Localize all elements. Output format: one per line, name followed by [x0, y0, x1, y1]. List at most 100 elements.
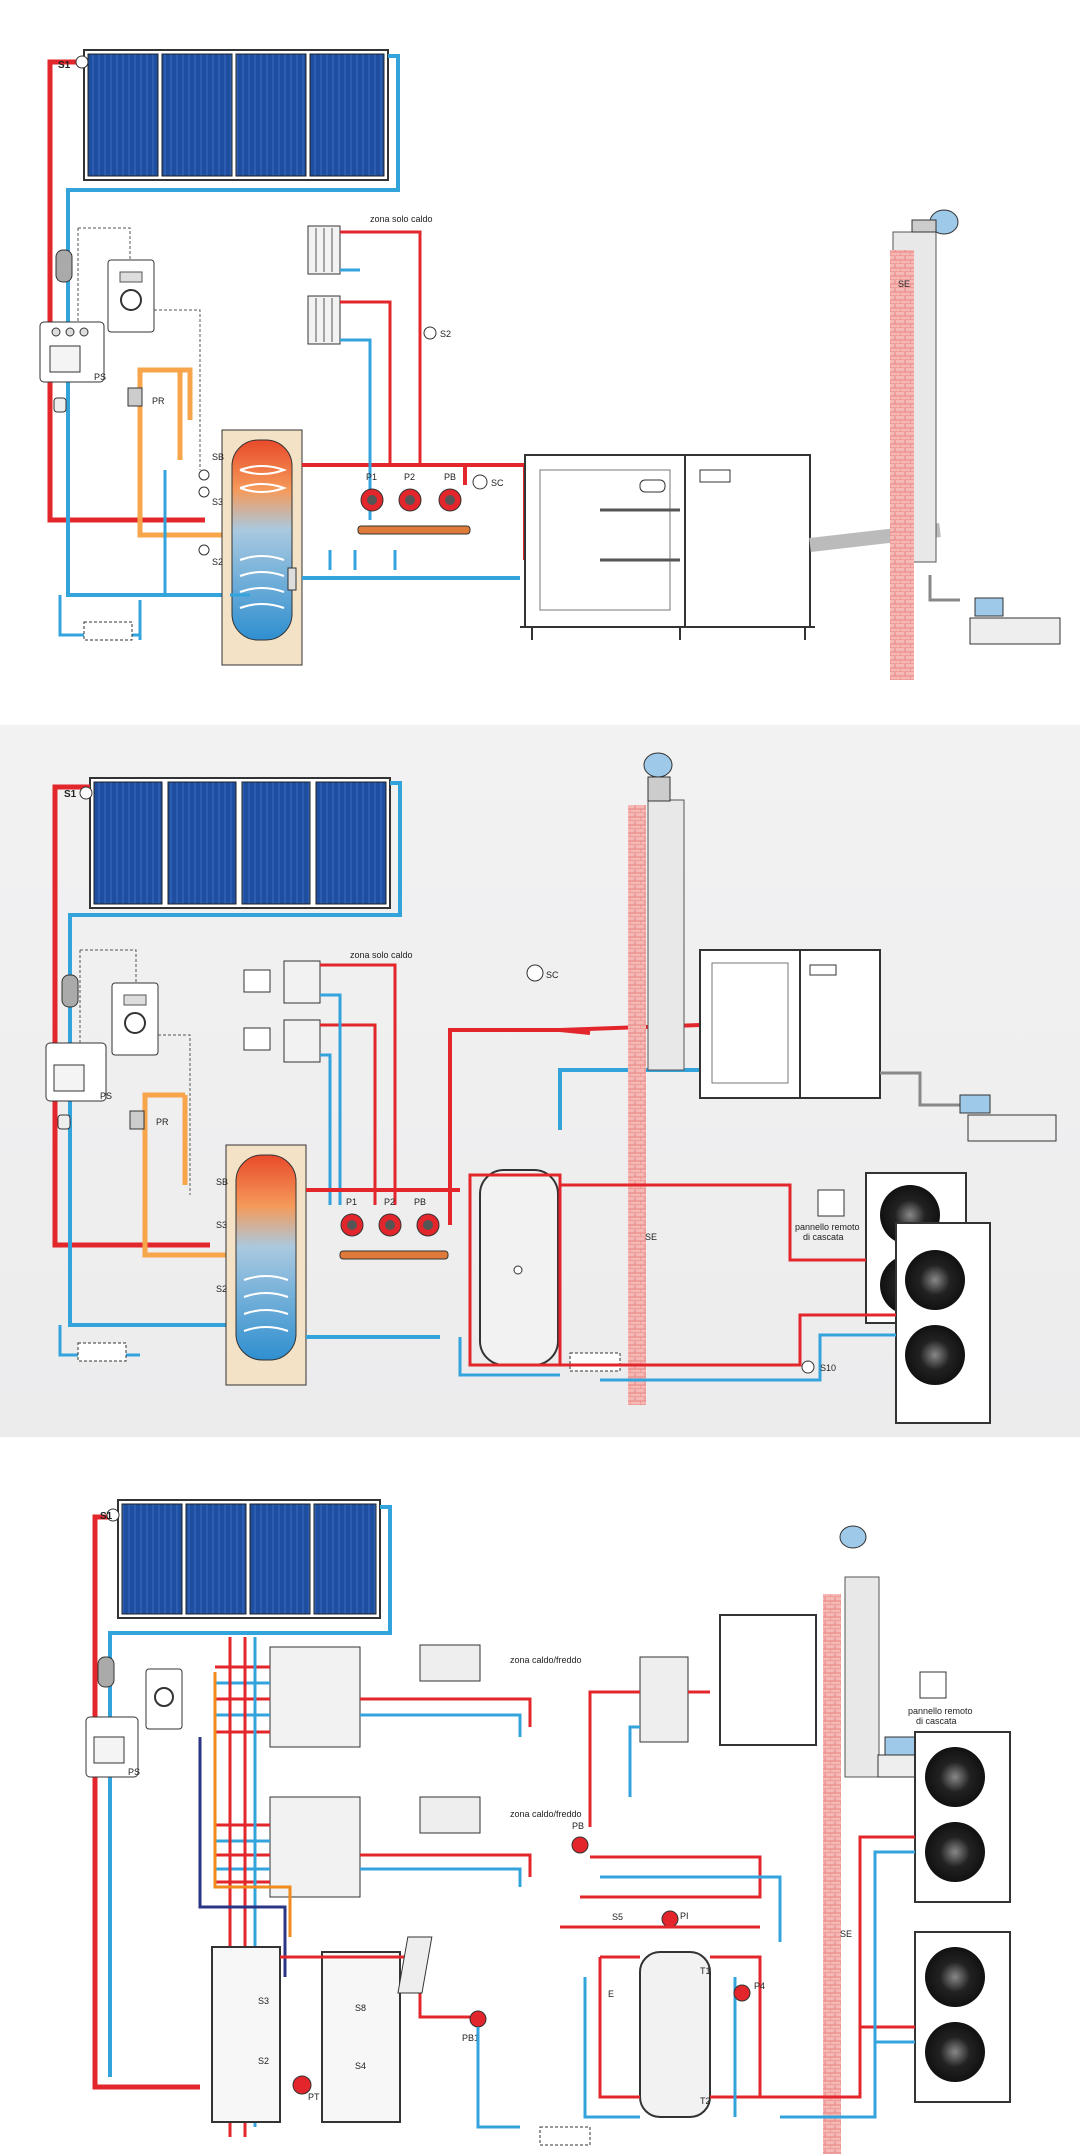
radiator-upper — [243, 960, 321, 1004]
radiator-lower — [243, 1019, 321, 1063]
remote-label-line2: di cascata — [803, 1232, 844, 1242]
pr-label: PR — [152, 396, 165, 406]
sensor-s3-label: S3 — [216, 1220, 227, 1230]
expansion-vessel — [97, 1656, 115, 1688]
pellet-boiler — [520, 454, 815, 640]
pump-pb-label: PB — [444, 472, 456, 482]
ps-label: PS — [128, 1767, 140, 1777]
pump-pi-label: PI — [680, 1911, 689, 1921]
sensor-s3-label: S3 — [212, 497, 223, 507]
sensor-sb-label: SB — [216, 1177, 228, 1187]
pump-pb — [438, 488, 462, 512]
brick-wall — [628, 805, 646, 1405]
heat-pump-lower — [914, 1931, 1011, 2103]
chimney-flue — [844, 1576, 880, 1778]
sensor-s2-line-label: S2 — [440, 329, 451, 339]
pump-pb-label: PB — [572, 1821, 584, 1831]
radiator-upper — [307, 225, 341, 275]
sensor-s2-label: S2 — [216, 1284, 227, 1294]
sensor-t2-label: T2 — [700, 2096, 711, 2106]
solar-storage-tank — [221, 429, 303, 666]
pellet-boiler — [699, 949, 881, 1099]
pump-p2-label: P2 — [404, 472, 415, 482]
pump-p1 — [360, 488, 384, 512]
sensor-sc-label: SC — [491, 478, 504, 488]
pump-p1-label: P1 — [346, 1197, 357, 1207]
sensor-s1-label: S1 — [58, 60, 71, 71]
solar-storage-tank — [225, 1144, 307, 1386]
pump-p4-label: P4 — [754, 1981, 765, 1991]
pr-label: PR — [156, 1117, 169, 1127]
solar-pump-station — [45, 1042, 107, 1130]
pump-pb — [416, 1213, 440, 1237]
buffer-tank — [479, 1169, 559, 1366]
pump-p1 — [340, 1213, 364, 1237]
sensor-se-label: SE — [840, 1929, 852, 1939]
remote-label-line2: di cascata — [916, 1716, 957, 1726]
plate-heat-exchanger — [397, 1936, 433, 1994]
pump-pb1 — [469, 2010, 487, 2028]
sensor-se-label: SE — [898, 279, 910, 289]
pump-p1-label: P1 — [366, 472, 377, 482]
zone-label: zona solo caldo — [350, 950, 413, 960]
sensor-s4-label: S4 — [355, 2061, 366, 2071]
diagram-solar-boiler: S1 PS PR SB S3 S2 — [0, 0, 1080, 725]
brick-wall — [890, 250, 914, 680]
brick-wall — [823, 1594, 841, 2154]
chimney-flue — [647, 799, 685, 1071]
remote-label-line1: pannello remoto — [908, 1706, 973, 1716]
sensor-s10-label: S10 — [820, 1363, 836, 1373]
pump-pt-label: PT — [308, 2092, 320, 2102]
sensor-sc-label: SC — [546, 970, 559, 980]
expansion-vessel — [55, 249, 73, 283]
solar-controller — [111, 982, 159, 1056]
manifold-upper — [269, 1646, 361, 1748]
radiator-lower — [307, 295, 341, 345]
sensor-t1-label: T1 — [700, 1966, 711, 1976]
e-label: E — [608, 1989, 614, 1999]
pump-p4 — [733, 1984, 751, 2002]
remote-label-line1: pannello remoto — [795, 1222, 860, 1232]
storage-tank-left — [211, 1946, 281, 2123]
ps-label: PS — [100, 1091, 112, 1101]
manifold-lower — [269, 1796, 361, 1898]
pump-pt — [292, 2075, 312, 2095]
diagram-solar-heatpump: S1 PS PR SB S3 S2 zona solo caldo P1 P2 … — [0, 725, 1080, 1437]
inlet-valve-group — [83, 621, 133, 641]
pump-p2-label: P2 — [384, 1197, 395, 1207]
solar-collector-array — [83, 49, 389, 181]
sensor-s1-label: S1 — [100, 1511, 113, 1522]
sensor-s2-label: S2 — [212, 557, 223, 567]
solar-collector-array — [89, 777, 391, 909]
sensor-se-label: SE — [645, 1232, 657, 1242]
cascade-remote-panel — [817, 1189, 845, 1217]
zone1-label: zona caldo/freddo — [510, 1655, 582, 1665]
solar-pump-station — [85, 1716, 139, 1778]
inlet-valve-group — [77, 1342, 127, 1362]
pump-p2 — [398, 488, 422, 512]
storage-tank-right — [321, 1951, 401, 2123]
expansion-vessel — [61, 974, 79, 1008]
solar-collector-array — [117, 1499, 381, 1619]
pump-pi — [661, 1910, 679, 1928]
heat-pump-upper — [914, 1731, 1011, 1903]
solar-controller — [107, 259, 155, 333]
sensor-s8-label: S8 — [355, 2003, 366, 2013]
pump-pb1-label: PB1 — [462, 2033, 479, 2043]
solar-pump-station — [39, 321, 105, 413]
sensor-s1-label: S1 — [64, 789, 77, 800]
pump-p2 — [378, 1213, 402, 1237]
zone-label: zona solo caldo — [370, 214, 433, 224]
cascade-remote-panel — [919, 1671, 947, 1699]
pump-pb-label: PB — [414, 1197, 426, 1207]
pellet-boiler — [639, 1614, 817, 1746]
buffer-tank — [639, 1951, 711, 2118]
solar-controller — [145, 1668, 183, 1730]
zone2-label: zona caldo/freddo — [510, 1809, 582, 1819]
sensor-s5b-label: S5 — [612, 1912, 623, 1922]
sensor-s2-label: S2 — [258, 2056, 269, 2066]
pump-pb — [571, 1836, 589, 1854]
diagram-heating-cooling: S1 PS zona caldo/freddo zona caldo/fredd… — [0, 1437, 1080, 2156]
sensor-s3-label: S3 — [258, 1996, 269, 2006]
sensor-sb-label: SB — [212, 452, 224, 462]
